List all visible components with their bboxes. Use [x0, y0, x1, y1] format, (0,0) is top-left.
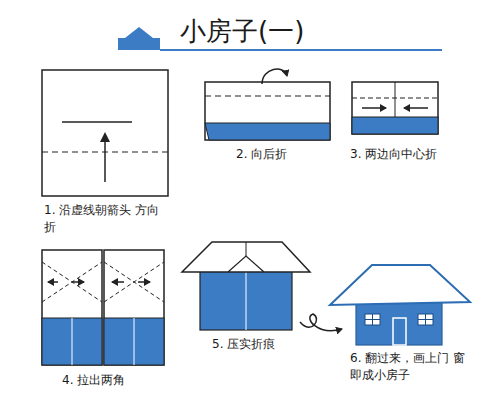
house-drawing — [330, 265, 470, 305]
step1-paper — [104, 140, 106, 182]
step4-paper — [42, 318, 102, 365]
step4-paper — [42, 250, 102, 365]
step4-paper — [112, 281, 124, 283]
step3-paper — [362, 107, 386, 109]
step4-paper — [72, 281, 84, 283]
step3-paper — [404, 107, 428, 109]
step5-paper — [246, 272, 247, 330]
step3-paper — [352, 97, 438, 98]
step5-paper — [182, 242, 342, 331]
step1-paper — [62, 121, 132, 123]
step2-paper — [205, 69, 330, 140]
step3-paper — [352, 82, 438, 134]
house-drawing — [418, 314, 433, 325]
step5-paper — [300, 314, 342, 331]
house-drawing — [365, 314, 380, 325]
header-house-icon — [118, 27, 160, 50]
step1-paper — [100, 132, 110, 142]
step4-paper — [138, 281, 150, 283]
house-drawing — [365, 319, 380, 320]
step5-paper — [182, 242, 310, 272]
header-rule — [160, 50, 442, 51]
step2-paper — [205, 82, 330, 140]
step1-paper — [42, 70, 168, 196]
house-drawing — [330, 265, 470, 345]
step-caption: 5. 压实折痕 — [212, 336, 322, 353]
house-drawing — [356, 302, 442, 345]
step-caption: 4. 拉出两角 — [62, 372, 172, 389]
step4-paper — [104, 262, 164, 302]
step4-paper — [104, 318, 164, 365]
step4-paper — [104, 250, 164, 365]
step-caption: 1. 沿虚线朝箭头 方向折 — [44, 202, 170, 237]
step4-paper — [134, 318, 135, 365]
header-rule — [160, 49, 442, 51]
step-caption: 3. 两边向中心折 — [350, 146, 470, 163]
step4-paper — [104, 262, 164, 302]
step3-paper — [352, 117, 438, 134]
step-caption: 6. 翻过来，画上门 窗即成小房子 — [350, 350, 474, 385]
step1-paper — [42, 70, 168, 196]
house-drawing — [393, 318, 406, 345]
step4-paper — [42, 250, 164, 365]
house-drawing — [418, 319, 433, 320]
step4-paper — [48, 281, 58, 283]
step3-paper — [352, 82, 438, 134]
step5-paper — [200, 270, 292, 330]
step-caption: 2. 向后折 — [236, 146, 346, 163]
step2-paper — [205, 95, 330, 96]
header-house-icon — [118, 27, 160, 50]
step4-paper — [42, 262, 102, 302]
step2-paper — [262, 69, 287, 84]
step5-paper — [246, 242, 247, 256]
page-title: 小房子(一) — [180, 14, 304, 49]
step5-paper — [228, 256, 264, 272]
step2-paper — [205, 123, 330, 140]
step4-paper — [42, 262, 102, 302]
step4-paper — [72, 318, 73, 365]
